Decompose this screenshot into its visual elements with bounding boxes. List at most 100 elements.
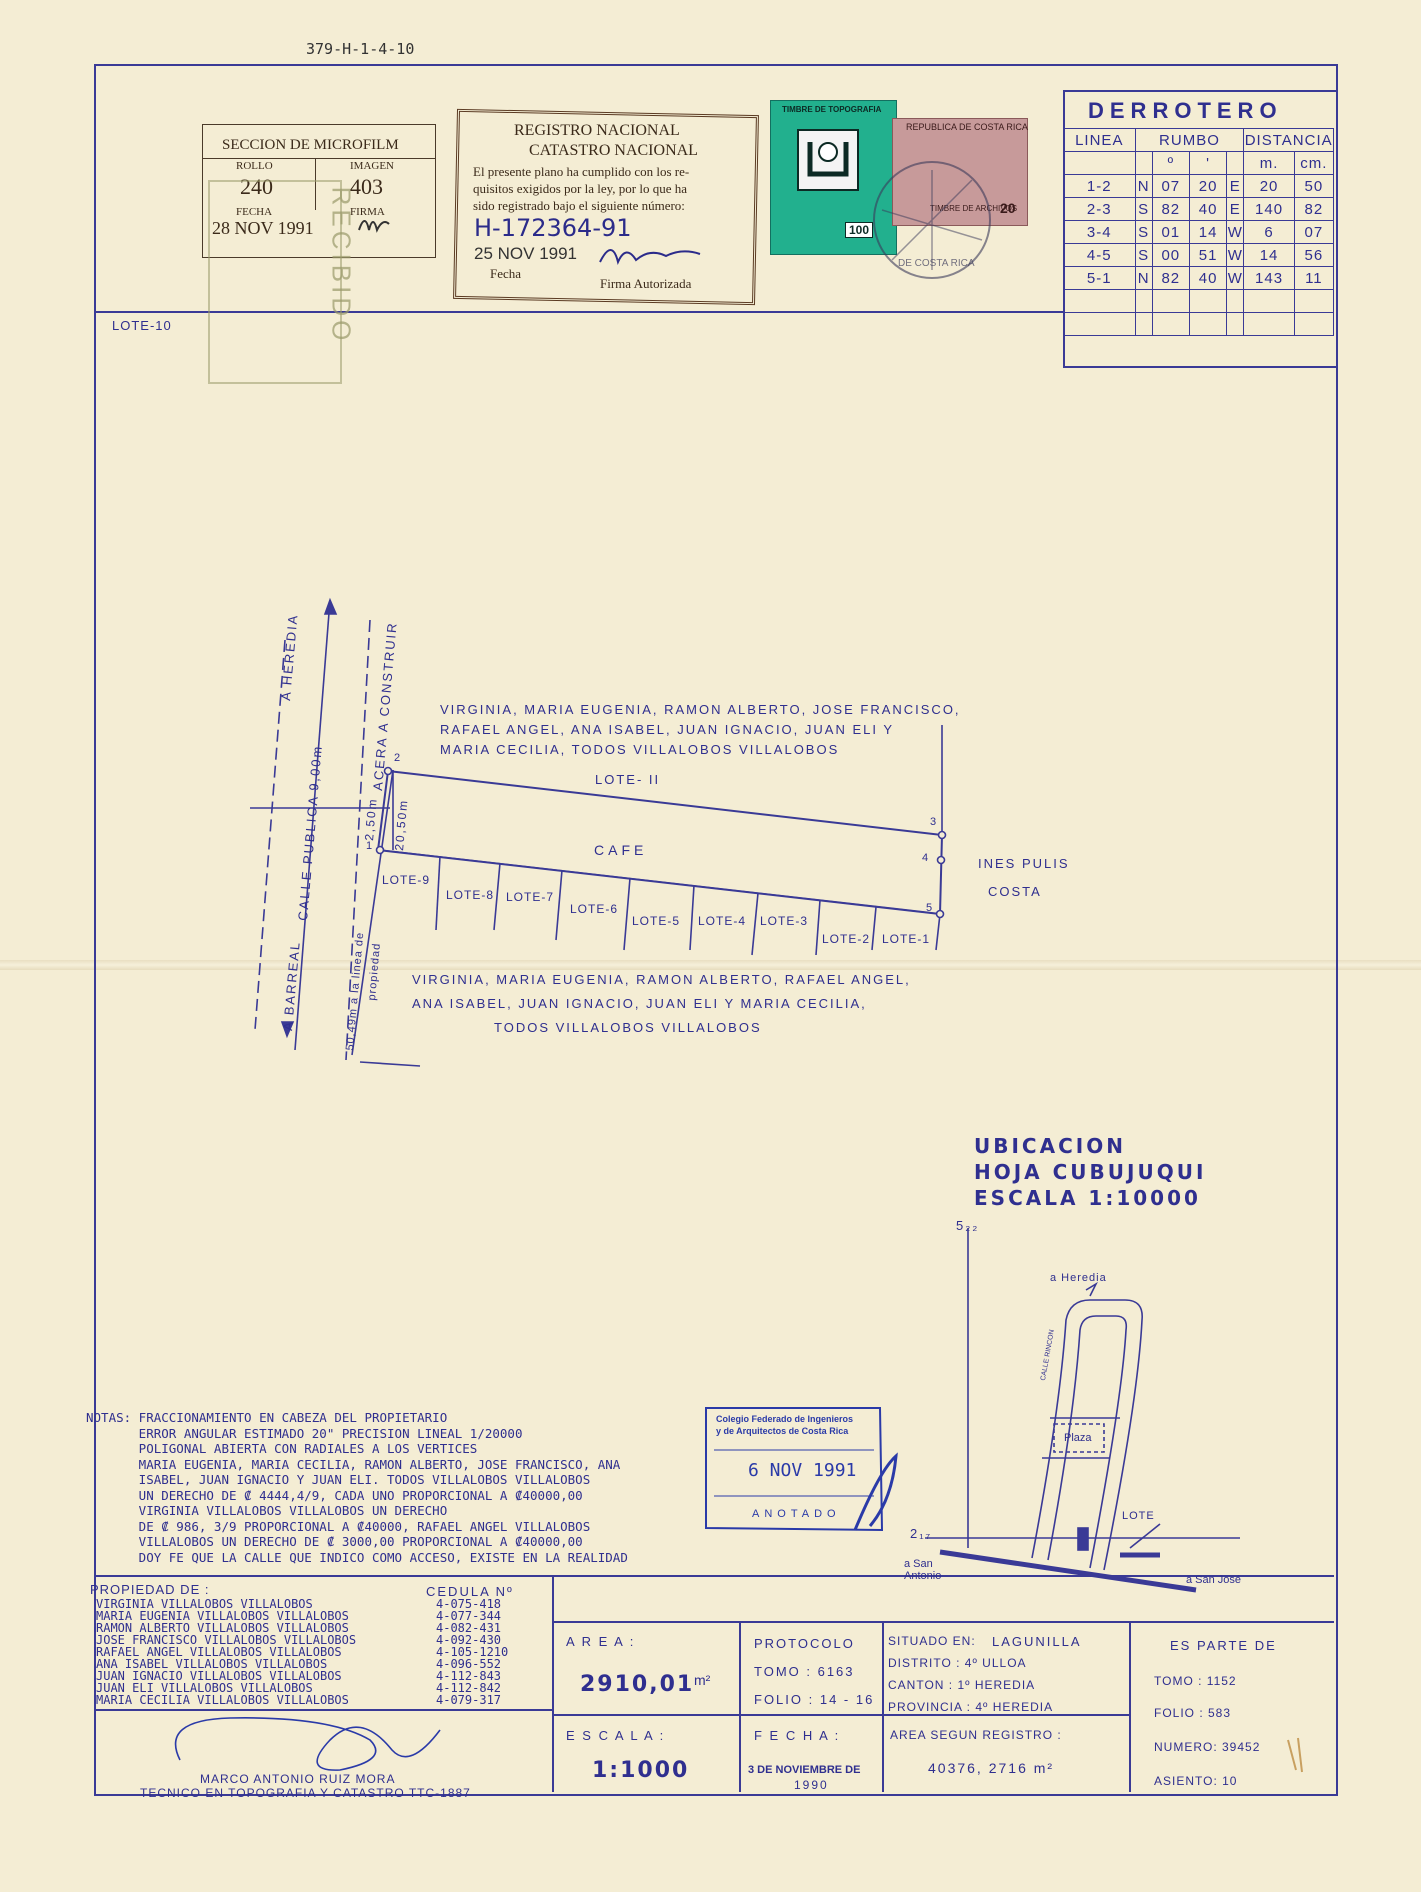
owner-row: MARIA EUGENIA VILLALOBOS VILLALOBOS 4-077… xyxy=(96,1610,546,1622)
colegio-line2: y de Arquitectos de Costa Rica xyxy=(716,1426,849,1436)
registro-date: 25 NOV 1991 xyxy=(474,244,578,263)
cafe-label: CAFE xyxy=(594,842,648,858)
microfilm-title: SECCION DE MICROFILM xyxy=(222,137,399,153)
note-line: VILLALOBOS UN DERECHO DE ₡ 3000,00 PROPO… xyxy=(86,1534,583,1549)
derr-cell: 11 xyxy=(1293,266,1335,290)
coordinate-522: 5₂₂ xyxy=(956,1218,980,1233)
derrotero-header-row: LINEA RUMBO DISTANCIA xyxy=(1063,128,1334,152)
derrotero-sub-m: m. xyxy=(1243,151,1295,175)
escala-label: E S C A L A : xyxy=(566,1728,666,1743)
owner-cedula: 4-112-842 xyxy=(436,1681,502,1695)
lote-11-label: LOTE- II xyxy=(595,772,661,787)
note-line: DE ₡ 986, 3/9 PROPORCIONAL A ₡40000, RAF… xyxy=(86,1518,591,1534)
east-owner-1: INES PULIS xyxy=(978,856,1070,871)
derr-cell: 82 xyxy=(1151,197,1190,221)
fecha-label-block: F E C H A : xyxy=(754,1728,841,1743)
derrotero-sub-empty xyxy=(1063,151,1136,175)
note-line: ERROR ANGULAR ESTIMADO 20" PRECISION LIN… xyxy=(86,1425,523,1441)
imagen-label: IMAGEN xyxy=(350,160,394,172)
derrotero-header-rumbo: RUMBO xyxy=(1134,128,1245,152)
ubicacion-title: UBICACION xyxy=(974,1134,1126,1158)
ubicacion-escala: ESCALA 1:10000 xyxy=(974,1186,1201,1210)
note-line: DOY FE QUE LA CALLE QUE INDICO COMO ACCE… xyxy=(86,1549,628,1565)
registro-text2: quisitos exigidos por la ley, por lo que… xyxy=(473,181,687,196)
map-san-antonio: a San Antonio xyxy=(904,1558,942,1582)
postmark-text: DE COSTA RICA xyxy=(898,258,975,269)
derrotero-subheader-row: º ' m. cm. xyxy=(1063,151,1335,175)
notes-block: NOTAS: FRACCIONAMIENTO EN CABEZA DEL PRO… xyxy=(86,1410,628,1565)
note-line: ISABEL, JUAN IGNACIO Y JUAN ELI. TODOS V… xyxy=(86,1472,591,1487)
escala-value: 1:1000 xyxy=(592,1758,690,1783)
cedula-label: CEDULA Nº xyxy=(426,1584,514,1599)
firma-label: FIRMA xyxy=(350,206,385,218)
timbre-value: 100 xyxy=(845,222,874,238)
parte-tomo: TOMO : 1152 xyxy=(1154,1674,1237,1688)
registro-signature xyxy=(599,249,701,266)
registro-fecha-label: Fecha xyxy=(490,266,522,281)
paper-fold xyxy=(0,960,1421,970)
east-owner-2: COSTA xyxy=(988,884,1042,899)
lote-5-label: LOTE-5 xyxy=(632,914,681,928)
colegio-anotado: ANOTADO xyxy=(752,1508,841,1520)
surveyor-signature xyxy=(174,1717,441,1771)
header-reference: 379-H-1-4-10 xyxy=(306,40,415,58)
parte-numero: NUMERO: 39452 xyxy=(1154,1740,1261,1754)
owner-cedula: 4-092-430 xyxy=(436,1633,502,1647)
fecha-value-1: 3 DE NOVIEMBRE DE xyxy=(748,1764,861,1776)
owner-name: VIRGINIA VILLALOBOS VILLALOBOS xyxy=(96,1597,313,1611)
derr-cell: 07 xyxy=(1151,174,1190,198)
outer-frame xyxy=(94,64,1338,1796)
rollo-label: ROLLO xyxy=(236,160,273,172)
situado-lugar: LAGUNILLA xyxy=(992,1634,1082,1649)
derr-cell: 82 xyxy=(1151,266,1190,290)
note-line: VIRGINIA VILLALOBOS VILLALOBOS UN DERECH… xyxy=(86,1503,448,1518)
note-line: POLIGONAL ABIERTA CON RADIALES A LOS VER… xyxy=(86,1441,478,1456)
derr-cell: 00 xyxy=(1151,243,1190,267)
protocolo-label: PROTOCOLO xyxy=(754,1636,855,1651)
parte-title: ES PARTE DE xyxy=(1170,1638,1277,1653)
microfilm-divider xyxy=(202,158,436,159)
map-heredia: a Heredia xyxy=(1050,1272,1107,1284)
south-owners-2: ANA ISABEL, JUAN IGNACIO, JUAN ELI Y MAR… xyxy=(412,996,867,1011)
derr-cell: 20 xyxy=(1188,174,1228,198)
lote-9-label: LOTE-9 xyxy=(382,873,431,887)
header-divider xyxy=(94,311,1064,313)
situado-canton: CANTON : 1º HEREDIA xyxy=(888,1678,1036,1692)
registro-line1: REGISTRO NACIONAL xyxy=(514,122,680,139)
vertex-1: 1 xyxy=(366,840,375,852)
north-owners-2: RAFAEL ANGEL, ANA ISABEL, JUAN IGNACIO, … xyxy=(440,722,895,737)
colegio-date: 6 NOV 1991 xyxy=(748,1460,857,1481)
derr-cell: 01 xyxy=(1151,220,1190,244)
lote-10-label: LOTE-10 xyxy=(112,318,172,333)
microfilm-vdivider xyxy=(315,158,316,210)
owner-cedula: 4-077-344 xyxy=(436,1609,502,1623)
area-label: A R E A : xyxy=(566,1634,636,1649)
owner-name: RAMON ALBERTO VILLALOBOS VILLALOBOS xyxy=(96,1621,349,1635)
microfilm-date: 28 NOV 1991 xyxy=(212,218,314,238)
situado-provincia: PROVINCIA : 4º HEREDIA xyxy=(888,1700,1054,1714)
derr-cell: 56 xyxy=(1293,243,1335,267)
derr-cell: 14 xyxy=(1243,243,1295,267)
lote-1-label: LOTE-1 xyxy=(882,932,931,946)
derr-cell: 20 xyxy=(1243,174,1295,198)
situado-distrito: DISTRITO : 4º ULLOA xyxy=(888,1656,1027,1670)
derr-cell: 140 xyxy=(1243,197,1295,221)
derr-cell: 07 xyxy=(1293,220,1335,244)
costa-rica-stamp xyxy=(892,118,1028,226)
area-registro-value: 40376, 2716 m² xyxy=(928,1760,1055,1776)
ubicacion-hoja: HOJA CUBUJUQUI xyxy=(974,1160,1207,1184)
owner-name: MARIA EUGENIA VILLALOBOS VILLALOBOS xyxy=(96,1609,349,1623)
derrotero-sub-cm: cm. xyxy=(1293,151,1335,175)
recibido-stamp xyxy=(208,180,342,384)
derr-cell: 6 xyxy=(1243,220,1295,244)
map-san-jose: a San José xyxy=(1186,1574,1242,1586)
propiedad-title: PROPIEDAD DE : xyxy=(90,1582,210,1597)
area-registro-label: AREA SEGUN REGISTRO : xyxy=(890,1728,1062,1742)
lote-7-label: LOTE-7 xyxy=(506,890,555,904)
protocolo-tomo: TOMO : 6163 xyxy=(754,1664,855,1679)
derrotero-row-empty xyxy=(1063,312,1335,336)
